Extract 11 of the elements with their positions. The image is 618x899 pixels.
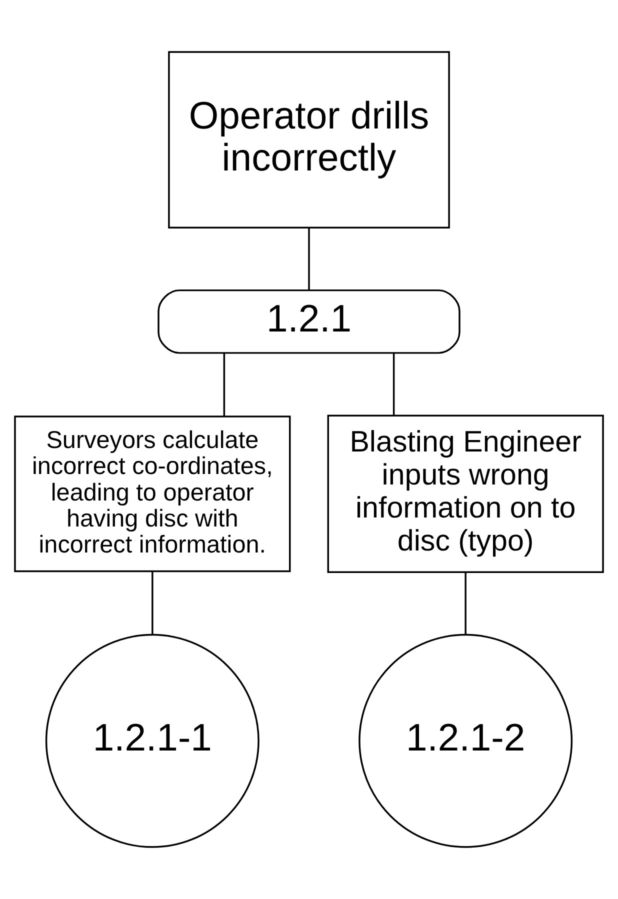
node-circle: 1.2.1-1 — [45, 634, 260, 848]
connector — [392, 353, 395, 416]
node-box: 1.2.1 — [158, 289, 460, 354]
connector — [152, 571, 154, 635]
connector — [308, 228, 310, 290]
connector — [464, 572, 466, 634]
node-box: Blasting Engineer inputs wrong information on to disc (typo) — [327, 414, 604, 574]
connector — [223, 353, 226, 416]
node-circle: 1.2.1-2 — [358, 634, 573, 848]
node-box: Operator drills incorrectly — [168, 51, 450, 229]
node-box: Surveyors calculate incorrect co-ordinates, leading to operator having disc with incorrect information. — [14, 416, 291, 572]
